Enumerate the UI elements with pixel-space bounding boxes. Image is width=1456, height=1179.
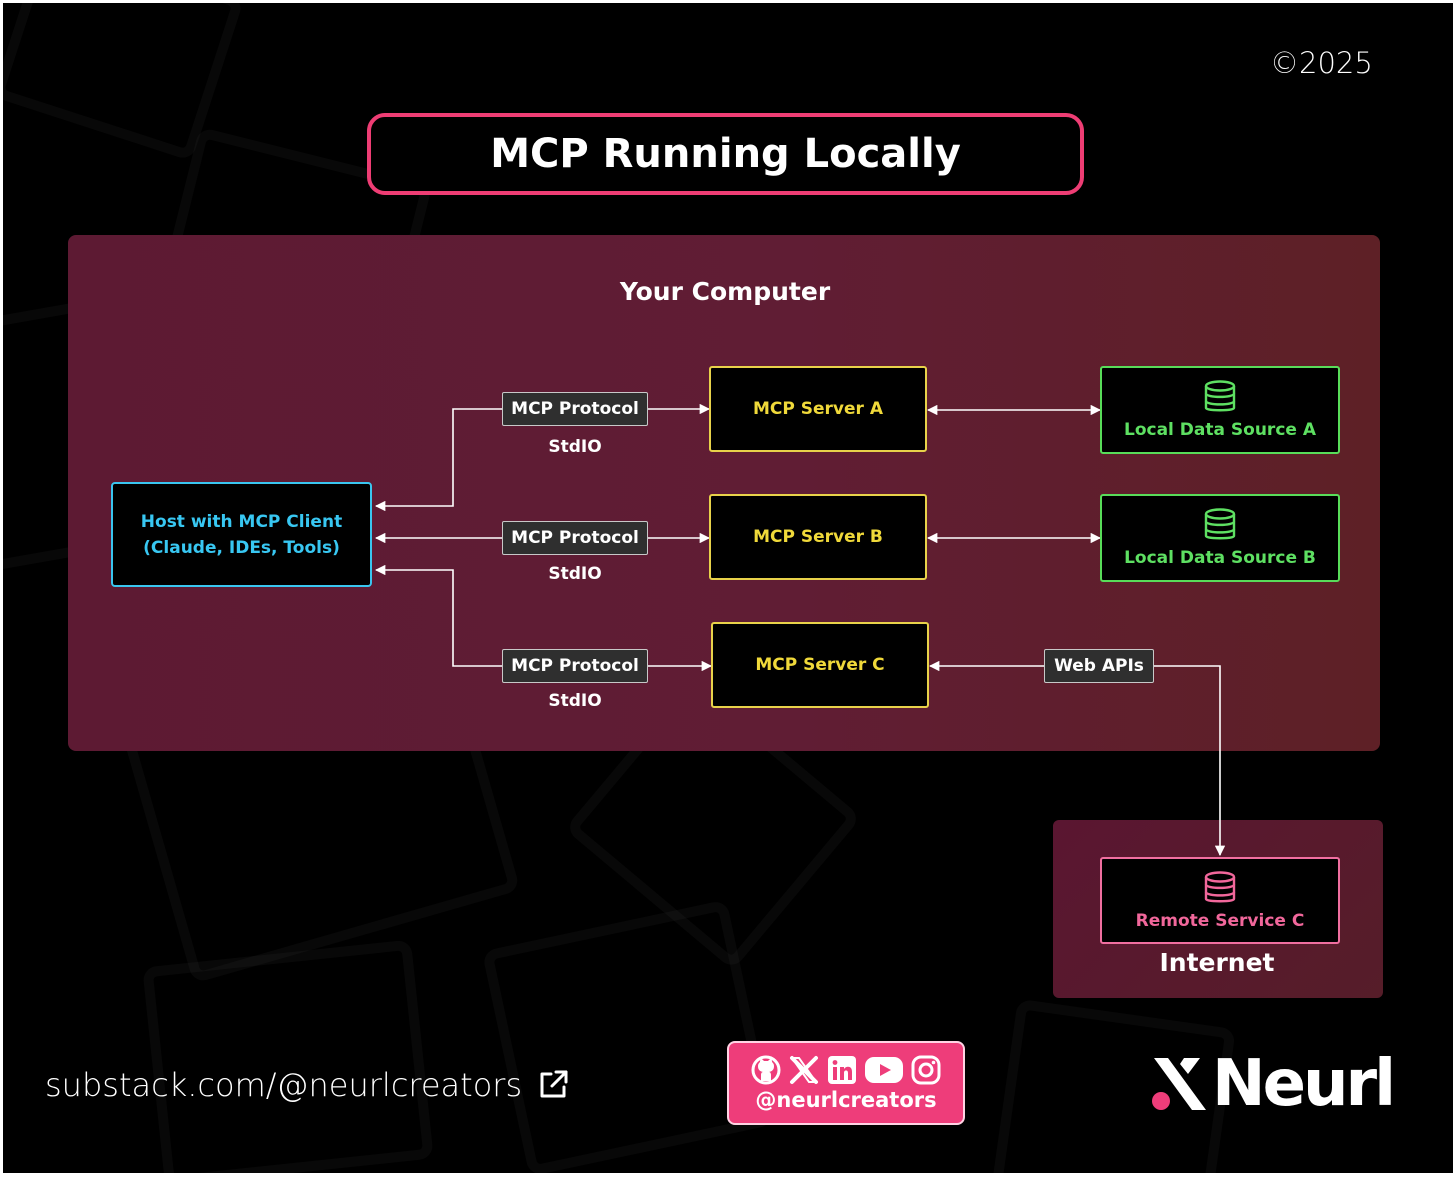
local-data-source-b-box: Local Data Source B bbox=[1100, 494, 1340, 582]
stdio-label-b: StdIO bbox=[548, 564, 602, 584]
local-data-source-a-label: Local Data Source A bbox=[1124, 420, 1316, 440]
linkedin-icon[interactable] bbox=[826, 1054, 858, 1086]
host-line2: (Claude, IDEs, Tools) bbox=[143, 537, 340, 558]
connector-webapis-remote bbox=[1153, 665, 1226, 857]
instagram-icon[interactable] bbox=[910, 1054, 942, 1086]
neurl-logo: Neurl bbox=[1148, 1047, 1396, 1121]
mcp-server-a-box: MCP Server A bbox=[709, 366, 927, 452]
external-link-icon bbox=[540, 1070, 568, 1098]
substack-link[interactable]: substack.com/@neurlcreators bbox=[45, 1066, 570, 1104]
your-computer-label: Your Computer bbox=[619, 277, 831, 306]
host-line1: Host with MCP Client bbox=[140, 511, 343, 532]
database-icon bbox=[1204, 380, 1236, 412]
mcp-server-c-box: MCP Server C bbox=[711, 622, 929, 708]
mcp-protocol-pill-c: MCP Protocol bbox=[502, 649, 648, 683]
mcp-protocol-pill-a: MCP Protocol bbox=[502, 392, 648, 426]
copyright-text: ©2025 bbox=[1270, 46, 1373, 80]
social-links-box: @neurlcreators bbox=[727, 1041, 965, 1125]
internet-label: Internet bbox=[1159, 948, 1275, 977]
remote-service-c-label: Remote Service C bbox=[1135, 910, 1305, 931]
stdio-label-a: StdIO bbox=[548, 437, 602, 457]
github-icon[interactable] bbox=[750, 1054, 782, 1086]
connector-host-protocol-c bbox=[374, 564, 502, 667]
local-data-source-b-label: Local Data Source B bbox=[1124, 548, 1316, 568]
web-apis-pill: Web APIs bbox=[1044, 649, 1154, 683]
x-icon[interactable] bbox=[788, 1054, 820, 1086]
connector-host-protocol-a bbox=[374, 408, 502, 512]
stdio-label-c: StdIO bbox=[548, 691, 602, 711]
page-title: MCP Running Locally bbox=[367, 113, 1084, 195]
youtube-icon[interactable] bbox=[864, 1054, 904, 1086]
remote-service-c-box: Remote Service C bbox=[1100, 857, 1340, 944]
mcp-server-b-box: MCP Server B bbox=[709, 494, 927, 580]
substack-link-text: substack.com/@neurlcreators bbox=[45, 1066, 523, 1104]
database-icon bbox=[1204, 870, 1236, 902]
neurl-logo-text: Neurl bbox=[1212, 1047, 1396, 1121]
database-icon bbox=[1204, 508, 1236, 540]
social-icons-row bbox=[750, 1054, 942, 1086]
local-data-source-a-box: Local Data Source A bbox=[1100, 366, 1340, 454]
mcp-protocol-pill-b: MCP Protocol bbox=[502, 521, 648, 555]
host-mcp-client-box: Host with MCP Client (Claude, IDEs, Tool… bbox=[111, 482, 372, 587]
neurl-logo-icon bbox=[1152, 1058, 1206, 1110]
social-handle[interactable]: @neurlcreators bbox=[755, 1088, 937, 1112]
